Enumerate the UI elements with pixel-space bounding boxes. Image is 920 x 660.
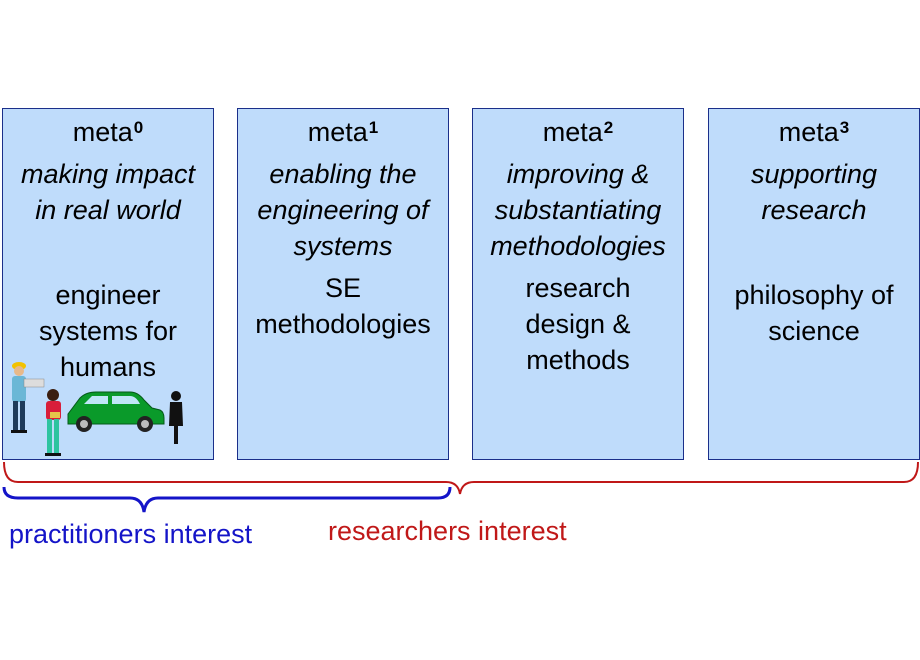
meta2-body-line: research — [525, 273, 631, 303]
practitioners-brace — [2, 486, 452, 513]
meta1-purpose-line: enabling the — [269, 159, 417, 189]
worker-figure-icon — [11, 362, 45, 433]
meta3-title-text: meta — [778, 117, 839, 147]
meta0-body-line: systems for — [38, 316, 178, 346]
meta3-purpose-line: supporting — [750, 159, 878, 189]
meta0-purpose-line: making impact — [20, 159, 196, 189]
meta1-purpose: enabling the engineering of systems — [238, 156, 448, 264]
car-icon — [67, 391, 165, 432]
meta1-purpose-line: systems — [293, 231, 393, 261]
meta1-body: SE methodologies — [238, 270, 448, 342]
meta0-body: engineer systems for humans — [3, 277, 213, 385]
meta2-superscript: 2 — [603, 118, 614, 137]
researchers-brace — [3, 461, 919, 495]
meta3-title: meta3 — [709, 117, 919, 147]
meta0-purpose: making impact in real world — [3, 156, 213, 228]
meta1-superscript: 1 — [368, 118, 379, 137]
meta2-body-line: design & — [525, 309, 631, 339]
meta0-purpose-line: in real world — [35, 195, 181, 225]
practitioners-interest-label: practitioners interest — [9, 519, 253, 549]
meta3-superscript: 3 — [839, 118, 850, 137]
meta3-purpose-line: research — [761, 195, 867, 225]
meta0-box: meta0 making impact in real world engine… — [2, 108, 214, 460]
meta2-body-line: methods — [526, 345, 630, 375]
meta0-title: meta0 — [3, 117, 213, 147]
meta1-title-text: meta — [307, 117, 368, 147]
meta1-body-line: methodologies — [255, 309, 431, 339]
meta2-purpose-line: substantiating — [494, 195, 662, 225]
meta1-purpose-line: engineering of — [257, 195, 429, 225]
meta2-box: meta2 improving & substantiating methodo… — [472, 108, 684, 460]
meta2-title-text: meta — [542, 117, 603, 147]
meta0-superscript: 0 — [133, 118, 144, 137]
people-and-car-icon — [11, 362, 183, 456]
silhouette-figure-icon — [169, 391, 183, 444]
meta1-box: meta1 enabling the engineering of system… — [237, 108, 449, 460]
meta0-title-text: meta — [72, 117, 133, 147]
meta3-body: philosophy of science — [709, 277, 919, 349]
meta0-body-line: engineer — [55, 280, 161, 310]
meta1-body-line: SE — [324, 273, 362, 303]
meta3-purpose: supporting research — [709, 156, 919, 228]
meta3-body-line: philosophy of — [734, 280, 894, 310]
meta2-purpose-line: improving & — [506, 159, 650, 189]
meta2-purpose-line: methodologies — [490, 231, 666, 261]
meta1-title: meta1 — [238, 117, 448, 147]
meta0-body-line: humans — [59, 352, 157, 382]
meta3-body-line: science — [768, 316, 860, 346]
meta2-title: meta2 — [473, 117, 683, 147]
researchers-interest-label: researchers interest — [328, 516, 567, 546]
person-figure-icon — [45, 389, 61, 456]
meta2-purpose: improving & substantiating methodologies — [473, 156, 683, 264]
meta2-body: research design & methods — [473, 270, 683, 378]
